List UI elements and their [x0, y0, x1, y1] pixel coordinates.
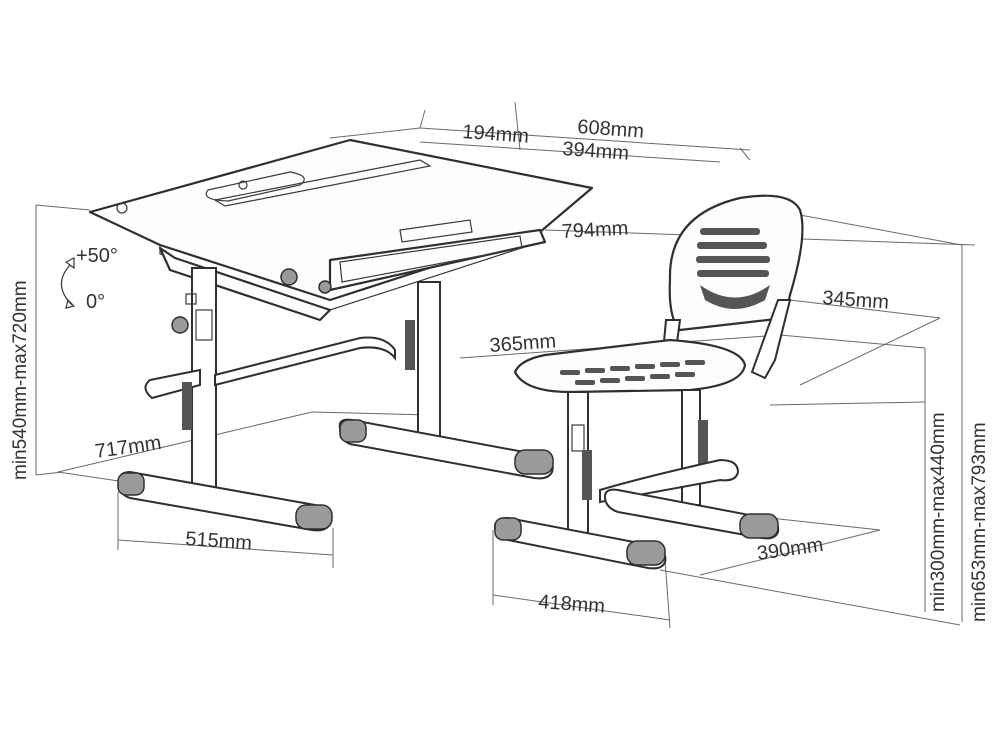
label-desk-depth-total: 608mm — [577, 116, 645, 143]
label-chair-seat-height: min300mm-max440mm — [928, 412, 949, 612]
height-knob[interactable] — [171, 316, 189, 334]
chair-leg-back — [681, 389, 701, 506]
label-desk-width: 794mm — [561, 218, 629, 243]
backrest-vents — [696, 228, 770, 309]
pen-groove — [205, 171, 305, 202]
chair-footrest — [599, 458, 740, 504]
desk — [60, 138, 594, 532]
label-desk-base-width: 515mm — [185, 528, 253, 555]
label-desk-height: min540mm-max720mm — [10, 280, 31, 480]
seat-vents — [560, 360, 705, 385]
label-chair-back-width: 345mm — [822, 287, 890, 314]
chair — [493, 194, 804, 570]
label-chair-base-width: 418mm — [538, 591, 606, 618]
label-desk-depth-front: 194mm — [462, 121, 530, 148]
desk-drawer — [328, 228, 547, 292]
desk-leg-right — [417, 281, 441, 453]
label-desk-base-depth: 717mm — [94, 432, 163, 463]
chair-seat — [513, 338, 747, 394]
tilt-knob[interactable] — [280, 268, 298, 286]
label-desk-tilt-up: +50° — [76, 245, 118, 267]
label-chair-total-height: min653mm-max793mm — [969, 422, 990, 622]
label-chair-seat-width: 365mm — [489, 330, 557, 357]
label-desk-tilt-flat: 0° — [86, 291, 105, 313]
label-desk-depth-back: 394mm — [562, 138, 630, 165]
dimension-labels: 608mm 194mm 394mm 794mm +50° 0° min540mm… — [10, 116, 990, 622]
